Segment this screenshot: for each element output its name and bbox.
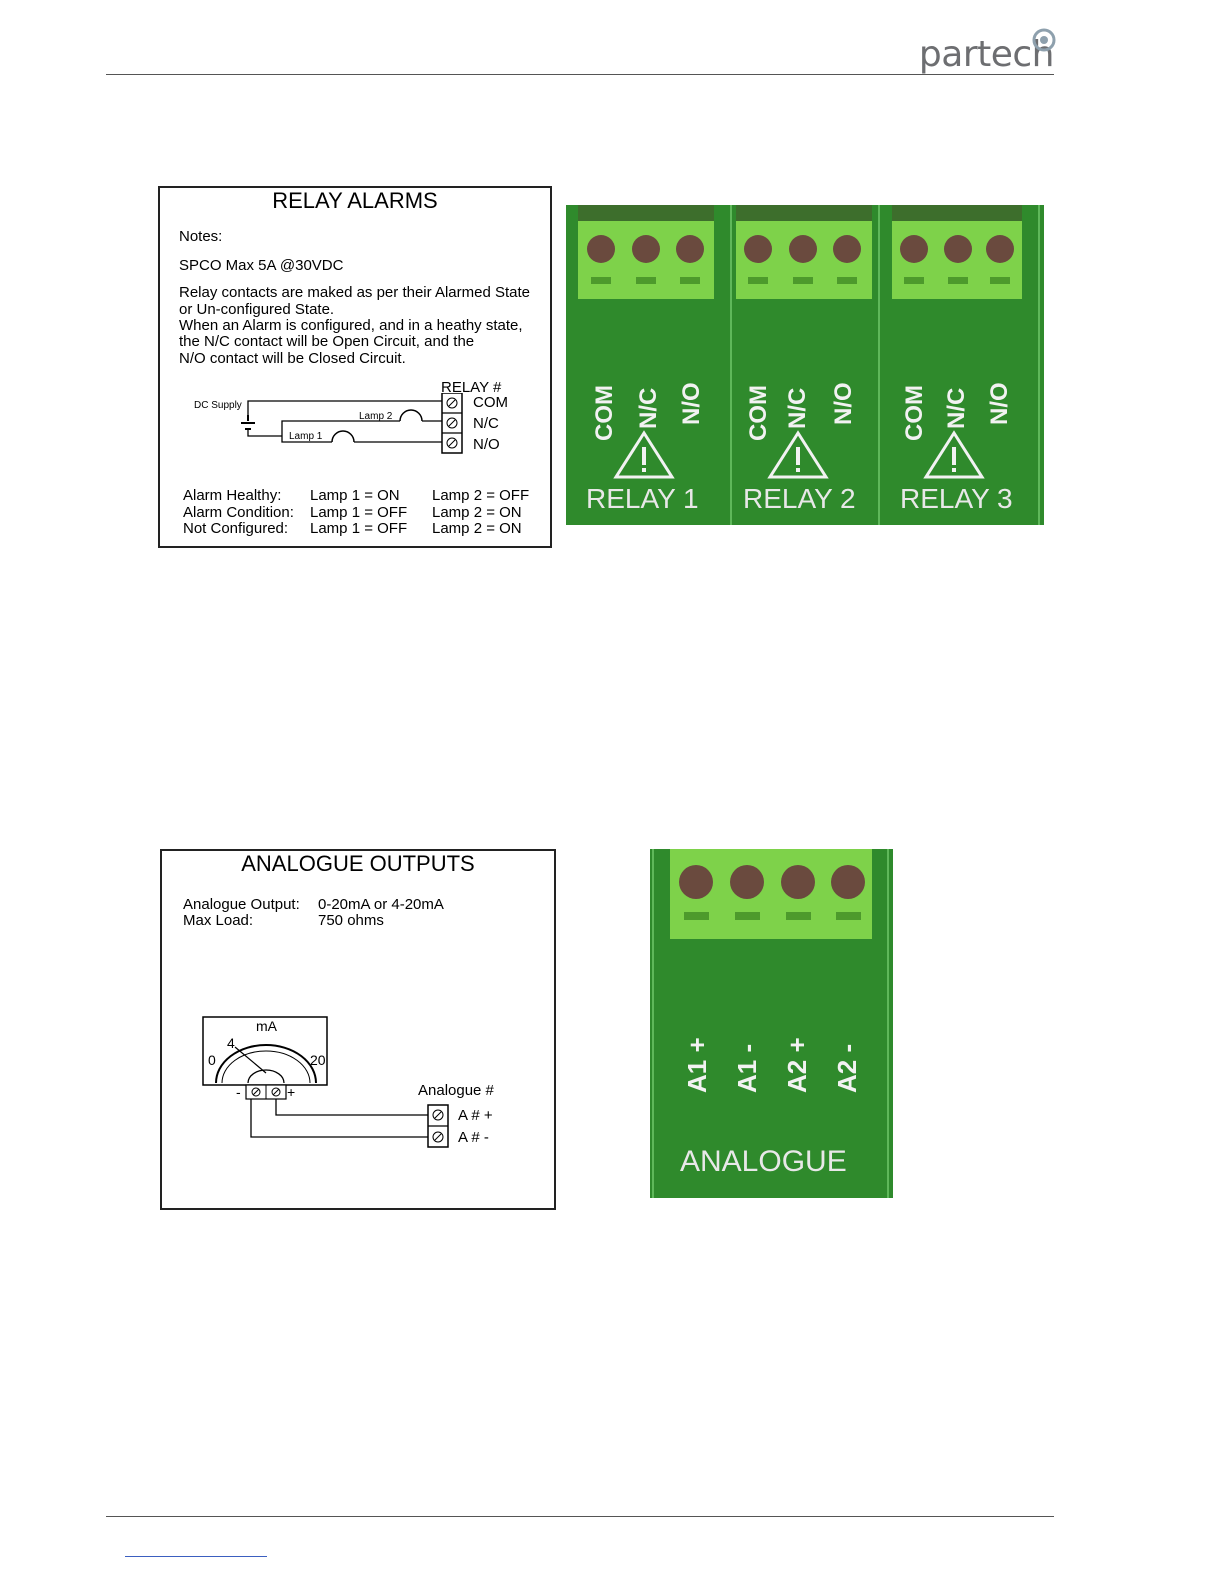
- relay-alarms-panel: RELAY ALARMS Notes: SPCO Max 5A @30VDC R…: [158, 186, 552, 548]
- logo-pin-icon: [1032, 28, 1056, 52]
- analogue-board-drawing: A1 + A1 - A2 + A2 - ANALOGUE: [650, 849, 893, 1198]
- output-label: Analogue Output:: [183, 896, 300, 913]
- partech-logo: partech: [918, 34, 1055, 75]
- dc-supply-label: DC Supply: [194, 400, 242, 411]
- relay-desc-line: N/O contact will be Closed Circuit.: [179, 350, 406, 367]
- lamp1-icon: [331, 430, 355, 443]
- pin-label: N/O: [986, 382, 1013, 425]
- output-value: 0-20mA or 4-20mA: [318, 896, 444, 913]
- relay-board-image: COM N/C N/O COM N/C N/O COM N/C N/O RELA…: [566, 205, 1044, 525]
- relay-wiring-diagram: DC Supply Lamp 2 Lamp 1 COM N/C N/O: [194, 393, 508, 454]
- relay-number-label: RELAY #: [441, 379, 502, 396]
- state-lamp2: Lamp 2 = ON: [432, 504, 522, 521]
- pin-label: A2 +: [782, 1037, 812, 1093]
- relay-desc-line: or Un-configured State.: [179, 301, 335, 318]
- state-label: Not Configured:: [183, 520, 289, 537]
- analogue-board-label: ANALOGUE: [680, 1145, 847, 1178]
- relay1-label: RELAY 1: [586, 483, 699, 514]
- relay-board-drawing: COM N/C N/O COM N/C N/O COM N/C N/O RELA…: [566, 205, 1044, 525]
- meter-unit: mA: [256, 1018, 278, 1034]
- pin-label: A1 -: [732, 1044, 762, 1093]
- relay-desc-line: the N/C contact will be Open Circuit, an…: [179, 333, 475, 350]
- analogue-outputs-panel: ANALOGUE OUTPUTS Analogue Output: 0-20mA…: [160, 849, 556, 1210]
- relay1-connector: [578, 205, 714, 299]
- relay-desc-line: Relay contacts are maked as per their Al…: [179, 284, 531, 301]
- pin-label: COM: [591, 385, 618, 441]
- analogue-board-image: A1 + A1 - A2 + A2 - ANALOGUE: [650, 849, 893, 1198]
- pin-label: N/C: [943, 388, 970, 429]
- pin-label: COM: [745, 385, 772, 441]
- lamp2-label: Lamp 2: [359, 411, 393, 422]
- terminal-com-label: COM: [473, 394, 508, 411]
- state-label: Alarm Condition:: [183, 504, 294, 521]
- state-label: Alarm Healthy:: [183, 487, 282, 504]
- pin-label: A2 -: [832, 1044, 862, 1093]
- terminal-minus-label: A # -: [458, 1129, 489, 1146]
- header-rule: [106, 74, 1054, 75]
- terminal-no-label: N/O: [473, 436, 500, 453]
- relay-alarms-title: RELAY ALARMS: [272, 188, 438, 213]
- relay-desc-line: When an Alarm is configured, and in a he…: [179, 317, 523, 334]
- pin-label: N/C: [635, 388, 662, 429]
- load-value: 750 ohms: [318, 912, 384, 929]
- terminal-plus-label: A # +: [458, 1107, 493, 1124]
- footer-link-underline[interactable]: [125, 1556, 267, 1557]
- warning-icon: [613, 430, 985, 479]
- scale-zero: 0: [208, 1052, 216, 1068]
- relay2-connector: [736, 205, 872, 299]
- pin-label: N/O: [830, 382, 857, 425]
- relay-spec: SPCO Max 5A @30VDC: [179, 257, 344, 274]
- meter-plus: +: [287, 1084, 295, 1100]
- relay2-label: RELAY 2: [743, 483, 856, 514]
- pin-label: N/O: [678, 382, 705, 425]
- relay3-label: RELAY 3: [900, 483, 1013, 514]
- analogue-number-label: Analogue #: [418, 1082, 495, 1099]
- pin-label: A1 +: [682, 1037, 712, 1093]
- lamp1-label: Lamp 1: [289, 431, 323, 442]
- analogue-outputs-title: ANALOGUE OUTPUTS: [241, 851, 475, 876]
- pin-label: COM: [901, 385, 928, 441]
- state-lamp2: Lamp 2 = OFF: [432, 487, 530, 504]
- terminal-nc-label: N/C: [473, 415, 499, 432]
- footer-rule: [106, 1516, 1054, 1517]
- state-lamp1: Lamp 1 = OFF: [310, 504, 408, 521]
- scale-twenty: 20: [310, 1052, 326, 1068]
- scale-four: 4: [227, 1035, 235, 1051]
- meter-minus: -: [236, 1084, 241, 1100]
- state-lamp1: Lamp 1 = OFF: [310, 520, 408, 537]
- state-lamp2: Lamp 2 = ON: [432, 520, 522, 537]
- analogue-wiring-diagram: mA 0 4 20 - + Analogue # A # + A # -: [202, 1016, 495, 1148]
- pin-label: N/C: [784, 388, 811, 429]
- relay3-connector: [892, 205, 1022, 299]
- notes-label: Notes:: [179, 228, 223, 245]
- lamp2-icon: [399, 409, 423, 422]
- analogue-connector: [670, 849, 872, 939]
- state-lamp1: Lamp 1 = ON: [310, 487, 400, 504]
- load-label: Max Load:: [183, 912, 254, 929]
